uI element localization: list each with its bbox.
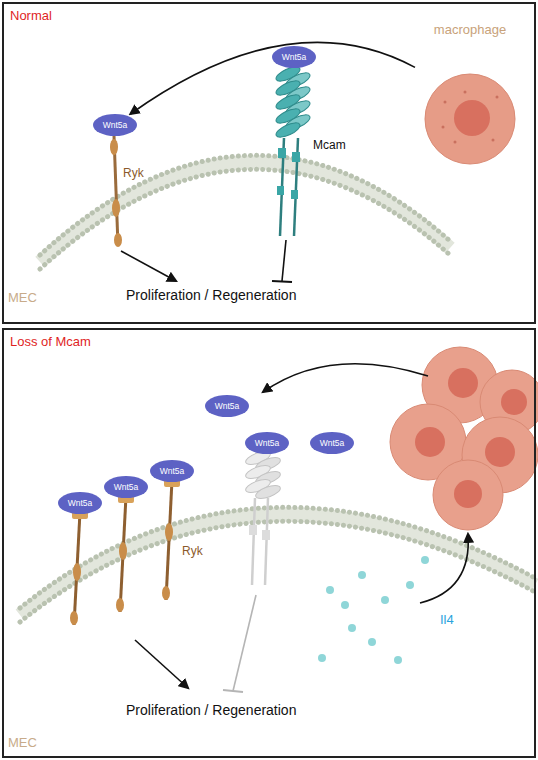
connector-arrow [130,42,415,114]
inhibition-line [233,595,256,691]
ligand-label: Wnt5a [320,439,345,448]
lipid-heads [40,169,450,269]
receptor-domain [278,148,286,158]
granule-dot [454,141,457,144]
receptor-domain [114,233,122,247]
panel-frame: Loss of McamWnt5aWnt5aWnt5aWnt5aWnt5aWnt… [2,328,536,758]
panel-heading: Normal [10,8,52,23]
receptor-domain [70,611,78,625]
receptor-domain [110,139,118,155]
receptor-domain [292,152,300,162]
il4-dot [348,624,356,632]
receptor-domain [112,199,120,217]
il4-dot [341,601,349,609]
macrophage-cluster [390,347,538,530]
cell-label: macrophage [415,22,525,37]
receptor-domain [277,186,284,195]
secretion-arrow [263,364,428,392]
receptor-domain [262,530,270,540]
stimulation-arrow [420,534,468,603]
lost-mcam-receptor [244,449,282,585]
cell-type-label: MEC [8,735,37,750]
cytokine-label: Il4 [440,612,454,627]
lipid-tails [40,162,450,262]
panel-frame: NormalmacrophageWnt5aWnt5a [2,2,536,324]
receptor-chain [252,498,255,585]
ligand-label: Wnt5a [68,499,93,508]
wnt5a-ligand: Wnt5a [205,395,249,417]
cell-type-label: MEC [8,290,37,305]
receptor-domain [73,563,81,581]
wnt5a-ligand: Wnt5a [93,114,137,136]
ligand-label: Wnt5a [215,402,240,411]
mcam-receptor [274,64,312,236]
granule-dot [442,126,445,129]
inhibition-bar [223,690,243,692]
il4-dot [368,638,376,646]
cell-nucleus [454,100,490,136]
il4-dot [358,571,366,579]
receptor-domain [162,586,170,600]
ryk-receptor [110,136,122,247]
granule-dot [464,91,467,94]
receptor-chain [265,498,268,585]
receptor-chain [120,496,126,612]
macrophage-membrane [425,74,515,164]
ligand-label: Wnt5a [103,121,128,130]
wnt5a-ligand: Wnt5a [58,492,102,514]
outcome-label: Proliferation / Regeneration [126,702,296,718]
il4-dot [318,654,326,662]
cell-nucleus [501,389,527,415]
il4-particles [318,556,429,664]
macrophage-body [415,22,525,172]
activation-arrow [135,640,188,688]
ligand-label: Wnt5a [160,467,185,476]
ligand-label: Wnt5a [282,53,307,62]
ig-domain [274,120,302,140]
granule-dot [496,96,499,99]
receptor-label: Ryk [182,544,203,558]
il4-dot [326,586,334,594]
receptor-domain [116,598,124,612]
inhibition-bar [272,281,292,282]
il4-dot [381,596,389,604]
wnt5a-ligand: Wnt5a [104,476,148,498]
inhibition-line [282,240,286,281]
lipid-heads [20,521,535,622]
cell-nucleus [448,368,478,398]
receptor-domain [291,190,298,199]
receptor-label: Mcam [313,138,346,152]
il4-dot [421,556,429,564]
cell-nucleus [485,437,515,467]
wnt5a-ligand: Wnt5a [150,460,194,482]
cell-nucleus [454,480,482,508]
granule-dot [444,101,447,104]
macrophage-cell: macrophage [415,22,525,172]
outcome-label: Proliferation / Regeneration [126,287,296,303]
wnt5a-ligand: Wnt5a [310,432,354,454]
wnt5a-ligand: Wnt5a [245,432,289,454]
ligand-label: Wnt5a [114,483,139,492]
activation-arrow [121,251,176,281]
panel-heading: Loss of Mcam [10,334,91,349]
receptor-domain [249,525,257,535]
cell-membrane [40,155,450,269]
ryk-receptor [116,494,134,612]
il4-dot [394,656,402,664]
receptor-chain [166,480,172,600]
ligand-label: Wnt5a [255,439,280,448]
lipid-tails [20,514,535,615]
receptor-domain [165,523,173,541]
cell-nucleus [415,427,445,457]
ryk-receptor [162,478,180,600]
receptor-label: Ryk [123,166,144,180]
macrophage-cell [433,460,503,530]
ryk-receptor [70,510,88,625]
wnt5a-ligand: Wnt5a [272,46,316,68]
receptor-domain [119,542,127,560]
receptor-chain [74,512,80,625]
granule-dot [492,139,495,142]
il4-dot [406,581,414,589]
